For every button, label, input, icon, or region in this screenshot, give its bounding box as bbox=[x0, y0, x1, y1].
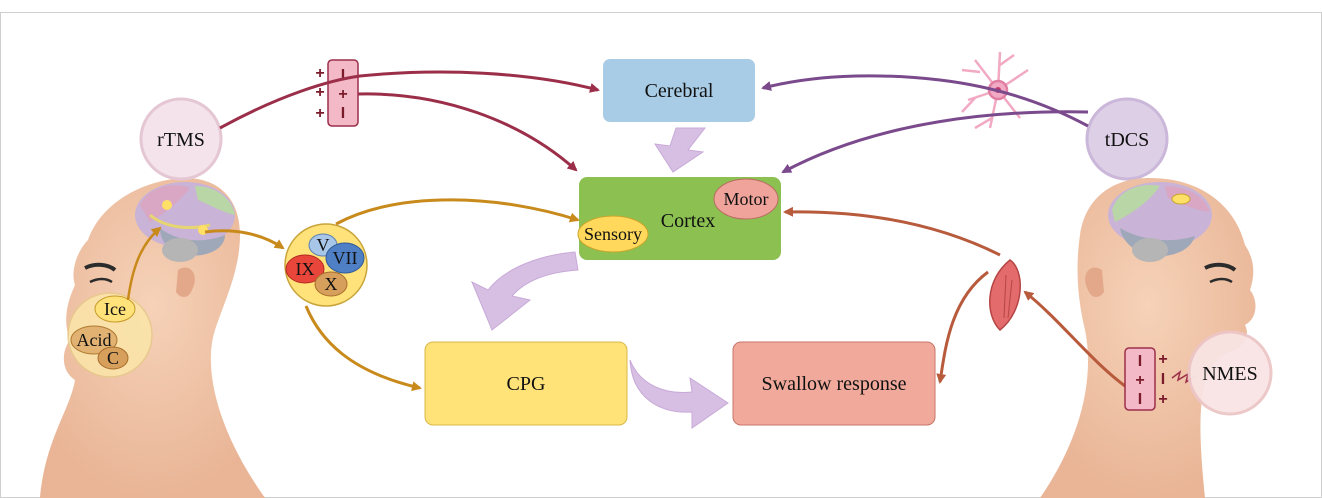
swallow-node: Swallow response bbox=[732, 341, 936, 426]
right-brain-target-spot bbox=[1171, 193, 1191, 205]
nmes-outer-minus: I bbox=[1161, 371, 1165, 388]
tdcs-label: tDCS bbox=[1105, 129, 1149, 151]
nerve-v-label: V bbox=[317, 235, 330, 255]
right-head-illustration bbox=[1040, 178, 1256, 498]
nerve-x-label: X bbox=[325, 274, 338, 294]
cranial-nerves-group: V VII IX X bbox=[284, 223, 368, 307]
left-eyebrow-icon bbox=[84, 262, 117, 272]
oral-stimuli-group: Ice Acid C bbox=[67, 292, 153, 378]
rtms-outer-plus-2: + bbox=[315, 84, 324, 101]
nmes-plus-mid: + bbox=[1135, 372, 1144, 389]
rtms-to-cortex-arrow bbox=[357, 92, 578, 172]
sensory-label: Sensory bbox=[584, 224, 642, 244]
nmes-outer-plus-2: + bbox=[1158, 391, 1167, 408]
nerve-ix-label: IX bbox=[296, 259, 315, 279]
rtms-minus-bottom: I bbox=[341, 105, 345, 122]
nmes-minus-bottom: I bbox=[1138, 391, 1142, 408]
nmes-node: NMES bbox=[1187, 330, 1273, 416]
cerebral-label: Cerebral bbox=[645, 80, 714, 102]
nmes-to-muscle-arrow bbox=[1023, 290, 1126, 388]
muscle-icon bbox=[989, 259, 1021, 332]
left-eye-icon bbox=[89, 277, 113, 284]
acid-stimulus bbox=[70, 325, 118, 355]
cortex-label: Cortex bbox=[661, 210, 715, 232]
rtms-label: rTMS bbox=[157, 129, 205, 151]
right-eyebrow-icon bbox=[1204, 262, 1237, 272]
ice-stimulus bbox=[94, 295, 136, 323]
rtms-node: rTMS bbox=[139, 97, 223, 181]
tdcs-node: tDCS bbox=[1085, 97, 1169, 181]
c-stimulus bbox=[97, 346, 129, 370]
cpg-node: CPG bbox=[424, 341, 628, 426]
cerebral-node: Cerebral bbox=[603, 59, 755, 122]
brain-to-nerves-arrow bbox=[204, 229, 285, 250]
acid-label: Acid bbox=[77, 330, 112, 350]
left-ear-icon bbox=[176, 267, 195, 297]
rtms-to-cerebral-arrow bbox=[219, 70, 600, 130]
cpg-to-swallow-flow-arrow bbox=[629, 359, 729, 429]
cortex-to-cpg-flow-arrow bbox=[471, 251, 579, 331]
motor-label: Motor bbox=[724, 189, 769, 209]
nmes-label: NMES bbox=[1202, 363, 1258, 385]
nerve-vii-label: VII bbox=[333, 248, 358, 268]
tdcs-to-cortex-arrow bbox=[781, 110, 1089, 174]
nmes-outer-plus-1: + bbox=[1158, 351, 1167, 368]
right-ear-icon bbox=[1085, 267, 1104, 297]
c-label: C bbox=[107, 348, 119, 368]
ice-label: Ice bbox=[104, 299, 126, 319]
oral-to-brain-arrow bbox=[126, 226, 162, 301]
rtms-polarity-box: I + I + + + bbox=[315, 59, 359, 127]
swallow-label: Swallow response bbox=[762, 373, 907, 395]
nmes-polarity-box: I + I + I + bbox=[1124, 347, 1197, 411]
rtms-outer-plus-1: + bbox=[315, 65, 324, 82]
lightning-icon bbox=[1171, 370, 1197, 384]
nerves-to-cpg-arrow bbox=[304, 305, 422, 392]
right-eye-icon bbox=[1209, 277, 1233, 284]
right-brain-icon bbox=[1108, 182, 1212, 262]
cpg-label: CPG bbox=[507, 373, 546, 395]
nerve-x bbox=[314, 271, 348, 297]
cortex-node: Cortex Motor Sensory bbox=[577, 177, 781, 260]
nerve-ix bbox=[285, 254, 325, 284]
nmes-minus-top: I bbox=[1138, 353, 1142, 370]
muscle-to-swallow-arrow bbox=[936, 270, 989, 384]
rtms-plus-mid: + bbox=[338, 86, 347, 103]
nerves-to-sensory-arrow bbox=[335, 198, 580, 226]
muscle-to-motor-arrow bbox=[783, 206, 1001, 257]
nerve-vii bbox=[325, 242, 365, 274]
cerebral-to-cortex-flow-arrow bbox=[653, 127, 707, 173]
rtms-minus-top: I bbox=[341, 67, 345, 84]
rtms-outer-plus-3: + bbox=[315, 105, 324, 122]
tdcs-to-cerebral-arrow bbox=[761, 74, 1089, 128]
